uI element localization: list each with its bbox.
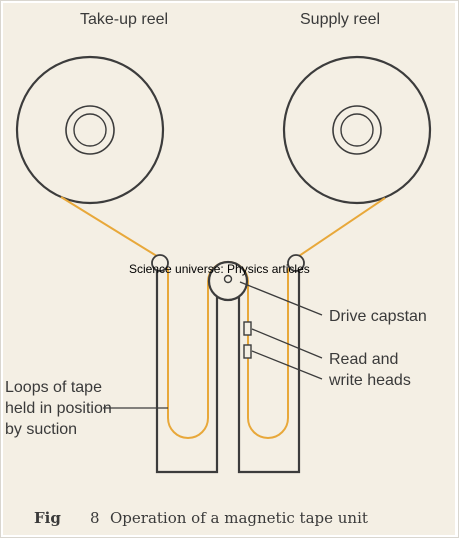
- watermark-text: Science universe: Physics articles: [129, 262, 310, 276]
- take-up-reel-label: Take-up reel: [80, 11, 168, 28]
- caption-text: Operation of a magnetic tape unit: [110, 509, 368, 527]
- left-vacuum-column: [155, 270, 219, 474]
- caption-fig-label: Fig: [34, 509, 61, 527]
- read-write-label-line2: write heads: [328, 372, 411, 389]
- right-guide-roller: [287, 254, 305, 272]
- leader-lines: [103, 281, 323, 409]
- read-write-label-line1: Read and: [329, 351, 398, 368]
- caption-number: 8: [90, 509, 100, 527]
- loops-label-line3: by suction: [5, 421, 77, 438]
- left-guide-roller: [151, 254, 169, 272]
- read-head: [243, 321, 252, 336]
- drive-capstan: [207, 260, 249, 302]
- drive-capstan-label: Drive capstan: [329, 308, 427, 325]
- supply-reel: [282, 55, 432, 205]
- take-up-reel: [15, 55, 165, 205]
- right-vacuum-column: [237, 270, 301, 474]
- loops-label-line1: Loops of tape: [5, 379, 102, 396]
- supply-reel-label: Supply reel: [300, 11, 380, 28]
- write-head: [243, 344, 252, 359]
- loops-label-line2: held in position: [5, 400, 112, 417]
